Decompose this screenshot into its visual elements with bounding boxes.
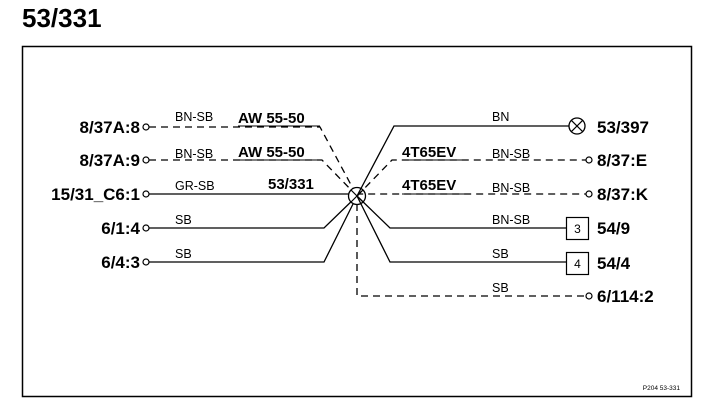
wire-color-label: BN-SB [492, 147, 530, 161]
right-wire-1[interactable]: BN 53/397 [356, 110, 649, 197]
right-wire-4[interactable]: BN-SB 3 54/9 [356, 195, 630, 241]
part-label: 4T65EV [402, 177, 456, 194]
connector-label: 8/37A:8 [80, 118, 140, 137]
wire-color-label: BN-SB [492, 213, 530, 227]
wire-color-label: SB [175, 247, 192, 261]
left-wire-2[interactable]: 8/37A:9 BN-SB AW 55-50 [80, 144, 358, 197]
connector-label: 6/4:3 [101, 253, 140, 272]
connector-label: 8/37:E [597, 151, 647, 170]
page-title: 53/331 [22, 3, 102, 33]
part-label: AW 55-50 [238, 144, 305, 161]
right-wire-5[interactable]: SB 4 54/4 [356, 195, 631, 276]
part-label: AW 55-50 [238, 110, 305, 127]
wire-color-label: BN [492, 110, 509, 124]
right-wire-2[interactable]: 4T65EV BN-SB 8/37:E [356, 144, 647, 197]
wire-color-label: BN-SB [492, 181, 530, 195]
diagram-frame [21, 45, 693, 398]
terminal-icon [585, 292, 593, 300]
component-box-number: 4 [574, 257, 581, 271]
terminal-icon [142, 123, 150, 131]
terminal-icon [142, 190, 150, 198]
footer-reference: P204 53-331 [643, 385, 681, 392]
left-wire-1[interactable]: 8/37A:8 BN-SB AW 55-50 [80, 110, 358, 197]
wire-color-label: BN-SB [175, 110, 213, 124]
wire-color-label: SB [492, 281, 509, 295]
connector-label: 8/37:K [597, 185, 649, 204]
connector-label: 54/4 [597, 254, 631, 273]
wire-color-label: SB [492, 247, 509, 261]
left-wire-5[interactable]: 6/4:3 SB [101, 195, 358, 272]
part-label: 4T65EV [402, 144, 456, 161]
connector-label: 54/9 [597, 219, 630, 238]
wire-color-label: BN-SB [175, 147, 213, 161]
right-wire-6[interactable]: SB 6/114:2 [356, 204, 654, 306]
left-wire-3[interactable]: 15/31_C6:1 GR-SB [51, 179, 357, 204]
terminal-icon [142, 156, 150, 164]
terminal-icon [142, 258, 150, 266]
connector-label: 53/397 [597, 118, 649, 137]
connector-label: 8/37A:9 [80, 151, 140, 170]
splice-label: 53/331 [268, 176, 314, 193]
connector-label: 15/31_C6:1 [51, 185, 140, 204]
terminal-icon [142, 224, 150, 232]
right-wire-3[interactable]: 4T65EV BN-SB 8/37:K [356, 177, 649, 204]
wire-color-label: SB [175, 213, 192, 227]
lamp-icon [568, 117, 586, 135]
terminal-icon [585, 190, 593, 198]
wire-color-label: GR-SB [175, 179, 215, 193]
connector-label: 6/1:4 [101, 219, 140, 238]
terminal-icon [585, 156, 593, 164]
component-box-number: 3 [574, 222, 581, 236]
component-box [565, 251, 590, 276]
left-wire-4[interactable]: 6/1:4 SB [101, 195, 358, 238]
connector-label: 6/114:2 [597, 287, 654, 306]
component-box [565, 216, 590, 241]
